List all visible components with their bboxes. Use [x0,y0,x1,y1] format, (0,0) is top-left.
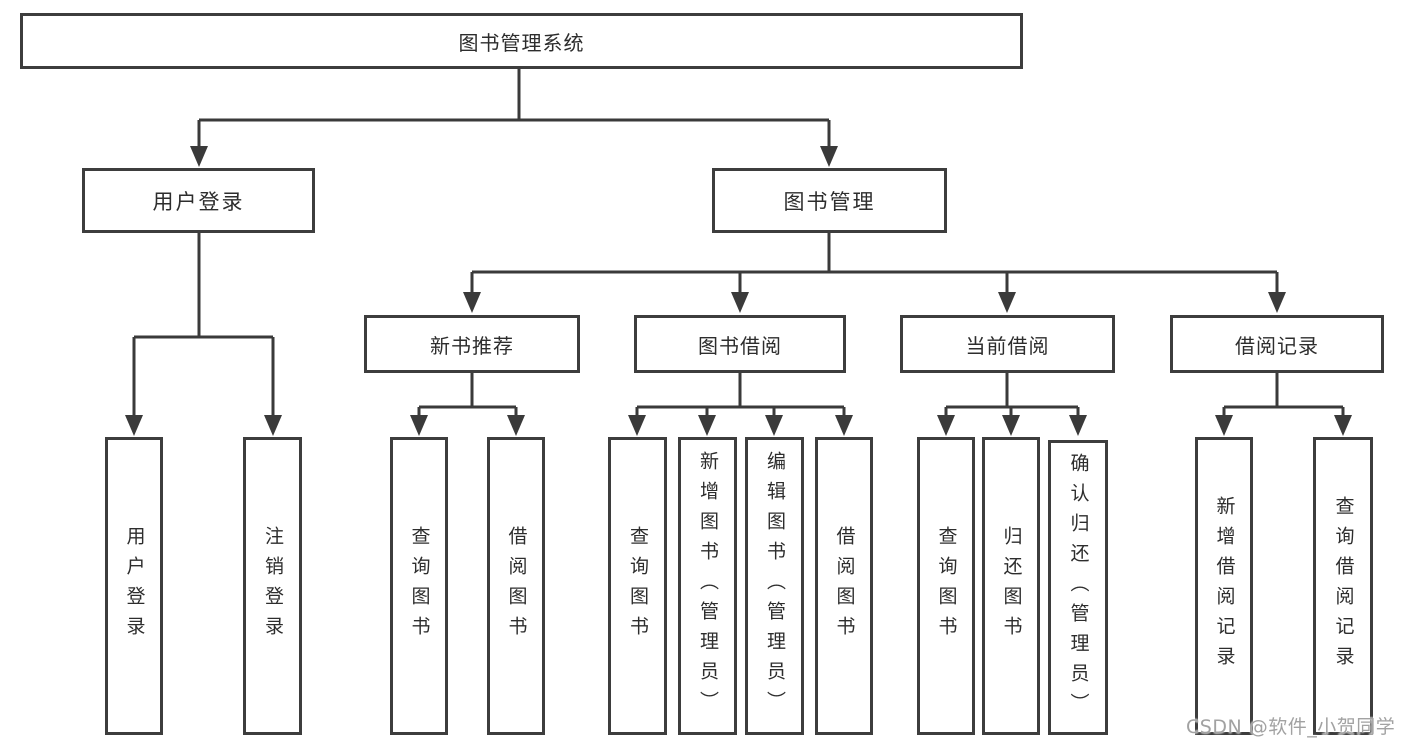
node-book-borrow-label: 图书借阅 [698,333,782,358]
leaf-add-borrow-record: 新增借阅记录 [1195,437,1253,735]
leaf-add-books-admin-label: 新增图书（管理员） [697,451,719,721]
leaf-edit-books-admin: 编辑图书（管理员） [745,437,804,735]
leaf-query-borrow-record-label: 查询借阅记录 [1332,496,1355,676]
leaf-query-books-1-label: 查询图书 [408,526,431,646]
connector-new-book-recommend-to-leaves [417,372,518,418]
node-new-book-recommend: 新书推荐 [364,315,580,373]
leaf-user-login-label: 用户登录 [123,526,146,646]
connector-user-login-to-leaves [132,233,275,418]
leaf-borrow-books-1-label: 借阅图书 [505,526,528,646]
node-root: 图书管理系统 [20,13,1023,69]
leaf-confirm-return-admin-label: 确认归还（管理员） [1067,452,1090,723]
leaf-query-books-2: 查询图书 [608,437,667,735]
leaf-query-borrow-record: 查询借阅记录 [1313,437,1373,735]
arrowheads [125,146,1352,436]
node-borrow-records-label: 借阅记录 [1235,333,1319,358]
leaf-borrow-books-2-label: 借阅图书 [833,526,856,646]
leaf-add-borrow-record-label: 新增借阅记录 [1213,496,1236,676]
leaf-query-books-3: 查询图书 [917,437,975,735]
connector-borrow-records-to-leaves [1222,372,1345,418]
node-root-label: 图书管理系统 [458,30,585,55]
node-book-mgmt-label: 图书管理 [783,189,876,214]
leaf-confirm-return-admin: 确认归还（管理员） [1048,440,1108,735]
leaf-return-books-label: 归还图书 [1000,526,1023,646]
leaf-edit-books-admin-label: 编辑图书（管理员） [764,451,786,721]
node-current-borrow: 当前借阅 [900,315,1115,373]
leaf-logout: 注销登录 [243,437,302,735]
leaf-query-books-3-label: 查询图书 [935,526,958,646]
node-user-login-label: 用户登录 [152,189,245,214]
connector-current-borrow-to-leaves [944,372,1080,418]
csdn-watermark: CSDN @软件_小贺同学 [1186,716,1396,738]
leaf-query-books-1: 查询图书 [390,437,448,735]
leaf-add-books-admin: 新增图书（管理员） [678,437,737,735]
leaf-user-login: 用户登录 [105,437,163,735]
leaf-borrow-books-2: 借阅图书 [815,437,873,735]
leaf-logout-label: 注销登录 [262,526,284,646]
node-current-borrow-label: 当前借阅 [965,333,1050,358]
connector-book-mgmt-to-level3 [470,233,1279,295]
node-book-mgmt: 图书管理 [712,168,947,233]
node-user-login: 用户登录 [82,168,315,233]
leaf-query-books-2-label: 查询图书 [627,526,649,646]
node-borrow-records: 借阅记录 [1170,315,1384,373]
connector-book-borrow-to-leaves [635,372,846,418]
leaf-return-books: 归还图书 [982,437,1040,735]
leaf-borrow-books-1: 借阅图书 [487,437,545,735]
node-book-borrow: 图书借阅 [634,315,846,373]
node-new-book-recommend-label: 新书推荐 [430,333,514,358]
connector-root-to-level2 [197,68,831,149]
